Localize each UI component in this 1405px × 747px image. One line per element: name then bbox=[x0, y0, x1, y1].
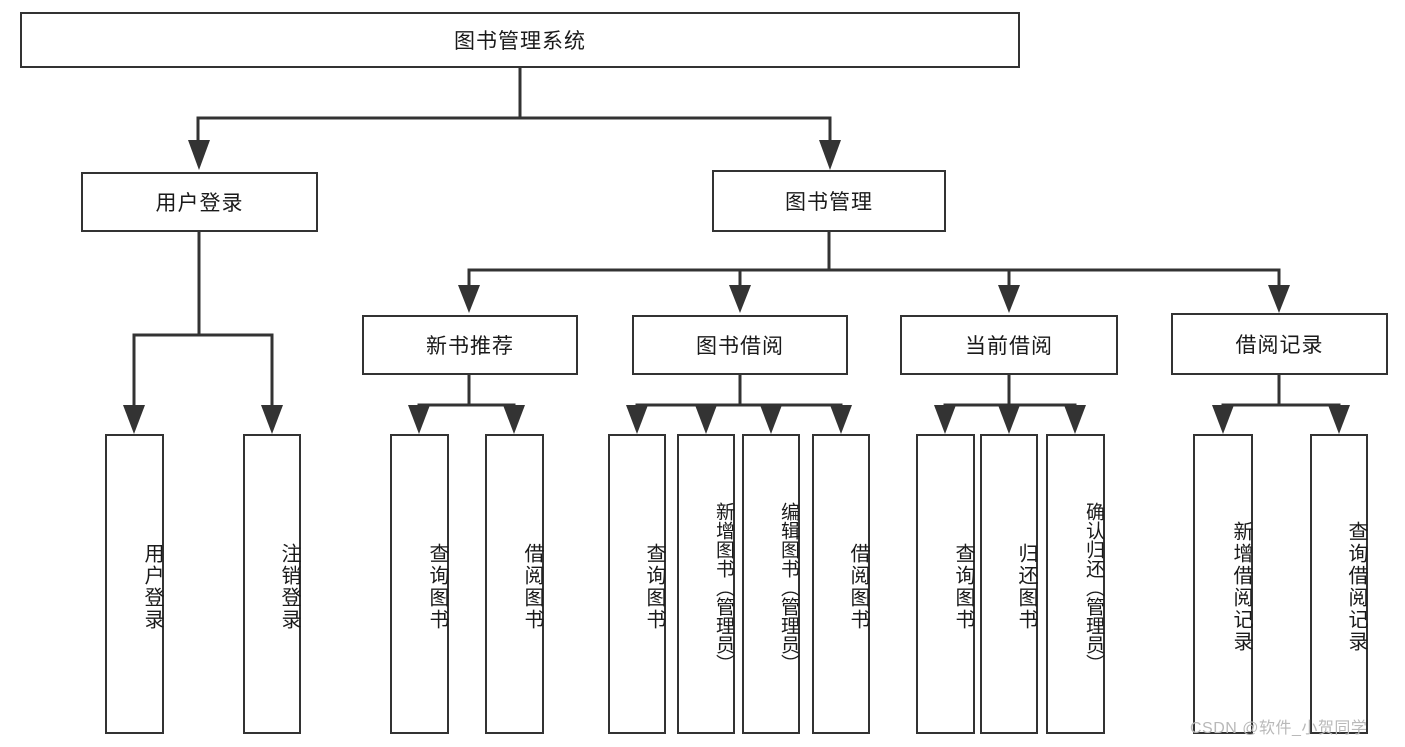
node-label: 借阅图书 bbox=[521, 543, 543, 631]
leaf-book-borrow-query[interactable]: 查询图书 bbox=[608, 434, 666, 734]
node-label: 编辑图书（管理员） bbox=[778, 501, 799, 673]
node-label: 注销登录 bbox=[278, 543, 300, 631]
leaf-current-borrow-confirm-return[interactable]: 确认归还（管理员） bbox=[1046, 434, 1105, 734]
node-user-login[interactable]: 用户登录 bbox=[81, 172, 318, 232]
node-label: 查询图书 bbox=[426, 543, 448, 631]
node-new-book-recommend[interactable]: 新书推荐 bbox=[362, 315, 578, 375]
node-current-borrow[interactable]: 当前借阅 bbox=[900, 315, 1118, 375]
node-label: 用户登录 bbox=[155, 192, 244, 215]
node-label: 用户登录 bbox=[141, 543, 163, 631]
node-book-borrow[interactable]: 图书借阅 bbox=[632, 315, 848, 375]
node-borrow-record[interactable]: 借阅记录 bbox=[1171, 313, 1388, 375]
node-label: 新增借阅记录 bbox=[1230, 521, 1252, 653]
node-label: 查询借阅记录 bbox=[1345, 521, 1367, 653]
leaf-book-borrow-edit[interactable]: 编辑图书（管理员） bbox=[742, 434, 800, 734]
node-label: 借阅记录 bbox=[1235, 334, 1324, 357]
node-label: 图书借阅 bbox=[696, 335, 784, 358]
leaf-borrow-record-add[interactable]: 新增借阅记录 bbox=[1193, 434, 1253, 734]
leaf-book-borrow-borrow[interactable]: 借阅图书 bbox=[812, 434, 870, 734]
leaf-book-borrow-add[interactable]: 新增图书（管理员） bbox=[677, 434, 735, 734]
leaf-current-borrow-return[interactable]: 归还图书 bbox=[980, 434, 1038, 734]
leaf-user-login-signout[interactable]: 注销登录 bbox=[243, 434, 301, 734]
node-label: 归还图书 bbox=[1015, 543, 1037, 631]
node-label: 图书管理系统 bbox=[454, 30, 586, 53]
node-label: 当前借阅 bbox=[965, 335, 1053, 358]
watermark: CSDN @软件_小贺同学 bbox=[1190, 720, 1368, 737]
leaf-user-login-signin[interactable]: 用户登录 bbox=[105, 434, 164, 734]
arrowheads bbox=[123, 140, 1350, 434]
node-label: 新增图书（管理员） bbox=[713, 501, 734, 673]
leaf-new-book-query[interactable]: 查询图书 bbox=[390, 434, 449, 734]
node-book-management[interactable]: 图书管理 bbox=[712, 170, 946, 232]
leaf-borrow-record-query[interactable]: 查询借阅记录 bbox=[1310, 434, 1368, 734]
node-label: 借阅图书 bbox=[847, 543, 869, 631]
node-label: 图书管理 bbox=[785, 191, 873, 214]
node-label: 查询图书 bbox=[643, 543, 665, 631]
leaf-new-book-borrow[interactable]: 借阅图书 bbox=[485, 434, 544, 734]
node-book-management-system[interactable]: 图书管理系统 bbox=[20, 12, 1020, 68]
node-label: 查询图书 bbox=[952, 543, 974, 631]
leaf-current-borrow-query[interactable]: 查询图书 bbox=[916, 434, 975, 734]
node-label: 新书推荐 bbox=[426, 335, 514, 358]
node-label: 确认归还（管理员） bbox=[1083, 501, 1104, 673]
